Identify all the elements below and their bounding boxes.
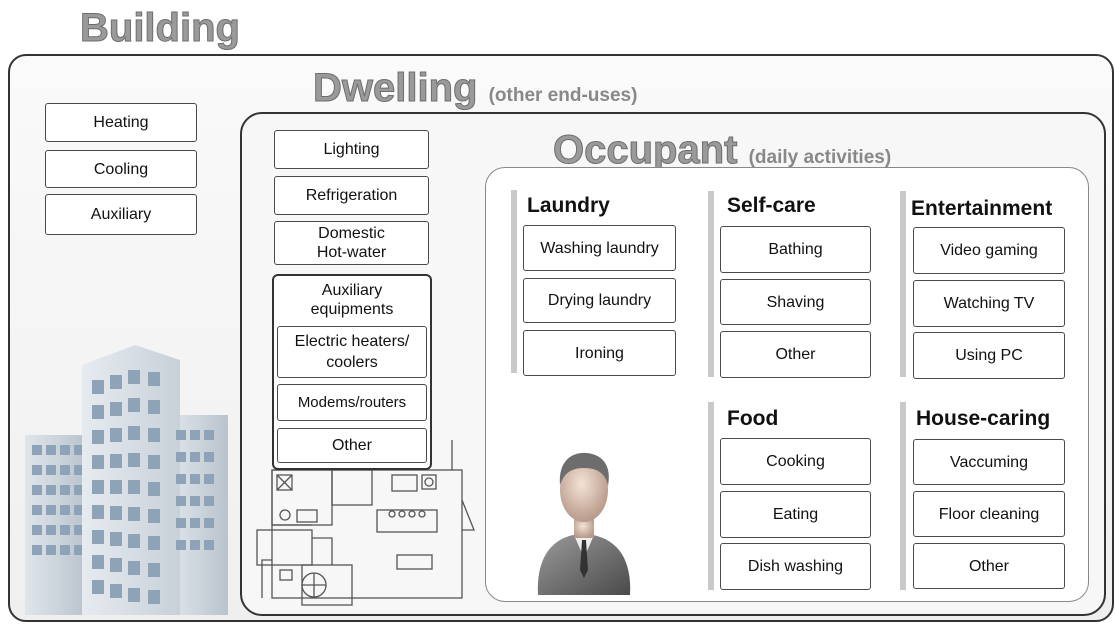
floor-plan-icon	[256, 440, 475, 606]
lighting-box: Lighting	[274, 130, 429, 169]
occupant-title-text: Occupant	[552, 128, 738, 173]
selfcare-bar	[708, 191, 714, 377]
dwelling-title: Dwelling (other end-uses)	[312, 66, 638, 111]
dwelling-title-text: Dwelling	[312, 66, 478, 111]
dish-washing-box: Dish washing	[720, 543, 871, 590]
housecaring-other-box: Other	[913, 543, 1065, 589]
shaving-box: Shaving	[720, 279, 871, 325]
drying-laundry-box: Drying laundry	[523, 278, 676, 323]
eating-box: Eating	[720, 491, 871, 538]
cooling-box: Cooling	[45, 150, 197, 188]
entertainment-bar	[900, 191, 906, 377]
electric-heaters-coolers-box: Electric heaters/ coolers	[277, 326, 427, 378]
laundry-bar	[511, 190, 517, 373]
building-title: Building	[80, 6, 241, 51]
dwelling-subtitle: (other end-uses)	[488, 85, 638, 106]
bathing-box: Bathing	[720, 226, 871, 273]
refrigeration-box: Refrigeration	[274, 176, 429, 215]
food-bar	[708, 402, 714, 590]
selfcare-title: Self-care	[727, 194, 816, 217]
person-avatar-icon	[537, 452, 631, 595]
heating-box: Heating	[45, 103, 197, 142]
modems-routers-box: Modems/routers	[277, 384, 427, 421]
auxiliary-box: Auxiliary	[45, 194, 197, 235]
domestic-hot-water-box: Domestic Hot-water	[274, 221, 429, 265]
housecaring-title: House-caring	[916, 407, 1051, 430]
housecaring-bar	[900, 402, 906, 590]
city-buildings-icon	[25, 345, 228, 615]
floor-cleaning-box: Floor cleaning	[913, 491, 1065, 537]
cooking-box: Cooking	[720, 438, 871, 485]
auxiliary-other-box: Other	[277, 428, 427, 463]
entertainment-title: Entertainment	[911, 197, 1053, 220]
auxiliary-equipments-title: Auxiliary equipments	[310, 282, 394, 318]
selfcare-other-box: Other	[720, 331, 871, 378]
occupant-subtitle: (daily activities)	[748, 147, 892, 168]
watching-tv-box: Watching TV	[913, 280, 1065, 327]
laundry-title: Laundry	[527, 194, 610, 217]
food-title: Food	[727, 407, 779, 430]
vaccuming-box: Vaccuming	[913, 439, 1065, 485]
using-pc-box: Using PC	[913, 332, 1065, 379]
ironing-box: Ironing	[523, 330, 676, 376]
washing-laundry-box: Washing laundry	[523, 225, 676, 271]
video-gaming-box: Video gaming	[913, 227, 1065, 274]
occupant-title: Occupant (daily activities)	[552, 128, 892, 173]
